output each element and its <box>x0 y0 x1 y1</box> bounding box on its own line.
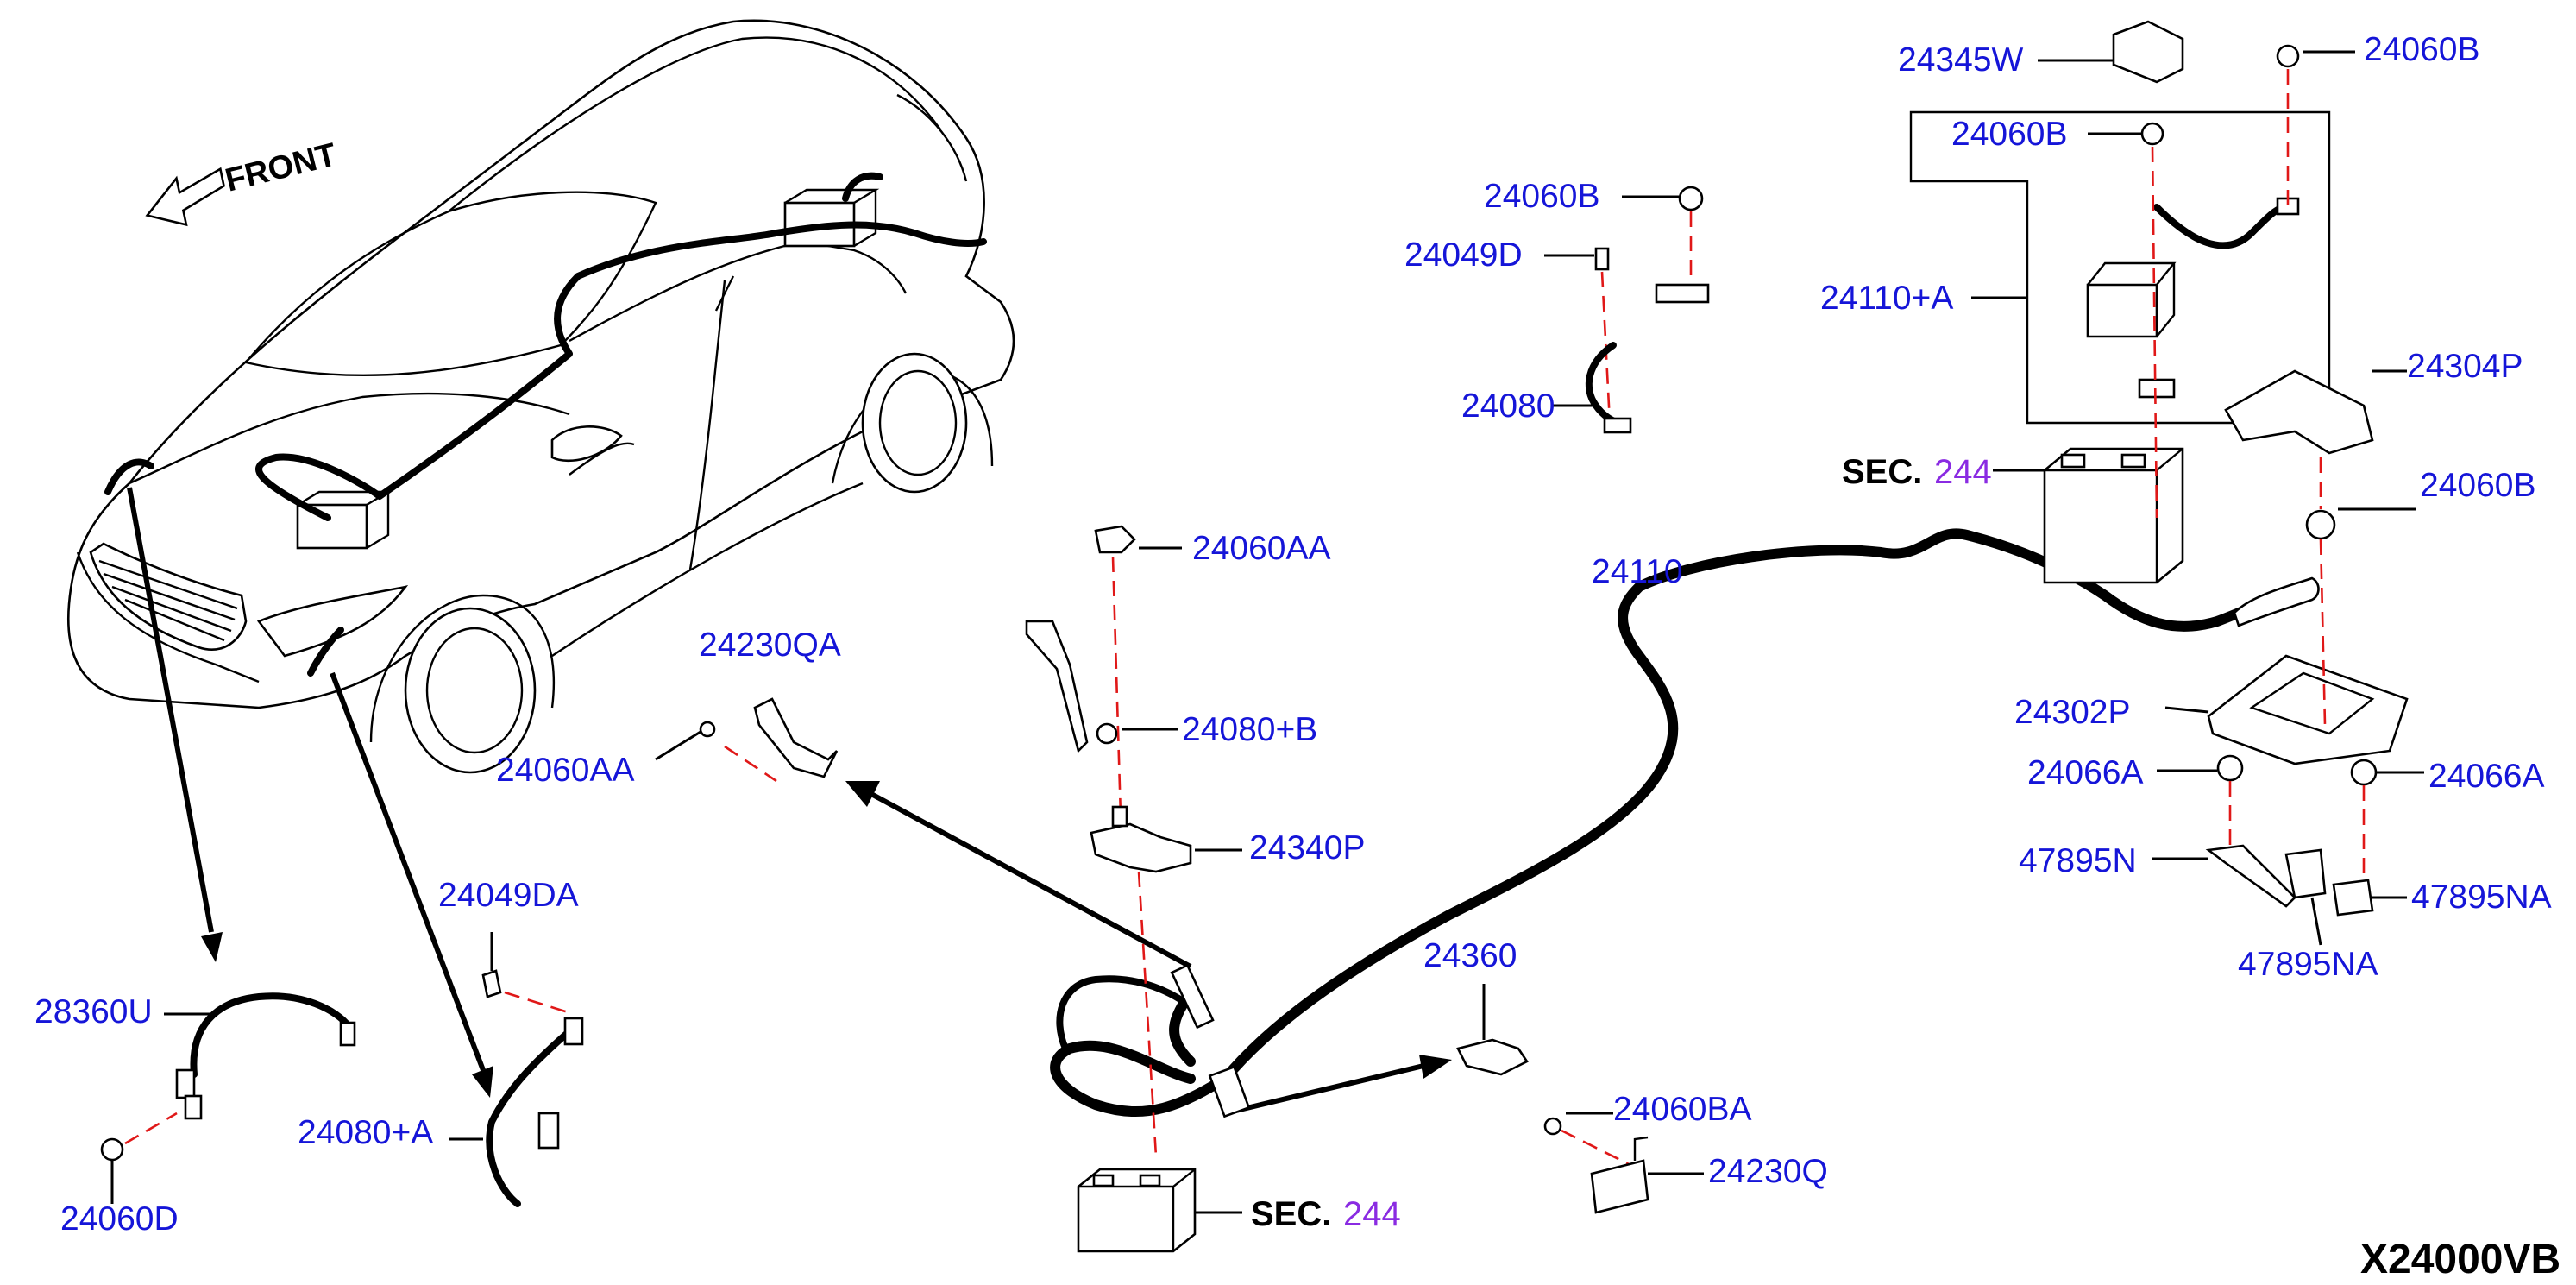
section-prefix: SEC. <box>1251 1195 1331 1233</box>
tray-24302p <box>2164 507 2416 765</box>
part-label-24080[interactable]: 24080 <box>1461 387 1555 425</box>
part-label-24066a[interactable]: 24066A <box>2027 754 2143 791</box>
leader-arrows <box>127 487 1452 1116</box>
group-24080 <box>1544 186 1710 434</box>
section-reference-upper[interactable]: SEC. 244 <box>1842 453 1992 491</box>
group-24230q <box>1543 1112 1704 1214</box>
part-label-24060b[interactable]: 24060B <box>1951 116 2067 153</box>
part-label-24302p[interactable]: 24302P <box>2014 694 2130 731</box>
section-prefix: SEC. <box>1842 453 1922 491</box>
section-reference-lower[interactable]: SEC. 244 <box>1251 1195 1401 1233</box>
battery-lower <box>1077 1168 1242 1253</box>
vehicle-illustration <box>66 19 1015 774</box>
part-label-47895na[interactable]: 47895NA <box>2238 946 2378 983</box>
section-number-link[interactable]: 244 <box>1934 453 1992 491</box>
part-labels: 24345W 24060B 24060B 24110+A 24304P 24060B 243… <box>35 31 2552 1238</box>
part-label-24110-a[interactable]: 24110+A <box>1820 280 1953 317</box>
part-label-24060b[interactable]: 24060B <box>2420 467 2535 504</box>
part-label-24340p[interactable]: 24340P <box>1249 829 1365 866</box>
part-label-24360[interactable]: 24360 <box>1423 937 1517 974</box>
part-label-28360u[interactable]: 28360U <box>35 993 153 1030</box>
group-24230qa <box>655 697 839 783</box>
group-24340p <box>1025 525 1242 1157</box>
part-label-24304p[interactable]: 24304P <box>2407 348 2523 385</box>
brackets-47895 <box>2152 754 2424 946</box>
assembly-24110-a <box>1909 20 2355 519</box>
part-label-24110[interactable]: 24110 <box>1592 553 1683 590</box>
part-label-24345w[interactable]: 24345W <box>1898 41 2023 79</box>
part-label-24230q[interactable]: 24230Q <box>1708 1153 1828 1190</box>
diagram-code: X24000VB <box>2360 1237 2560 1281</box>
main-cable-24110 <box>1050 528 2320 1118</box>
section-number-link[interactable]: 244 <box>1343 1195 1401 1233</box>
part-label-24049d[interactable]: 24049D <box>1404 236 1523 274</box>
part-label-24060b[interactable]: 24060B <box>2364 31 2479 68</box>
part-label-24066a[interactable]: 24066A <box>2428 758 2544 795</box>
part-label-24060aa[interactable]: 24060AA <box>496 752 634 789</box>
battery-upper <box>1993 447 2184 584</box>
part-label-24060ba[interactable]: 24060BA <box>1613 1091 1751 1128</box>
group-28360u <box>100 992 356 1204</box>
front-label: FRONT <box>222 136 340 198</box>
group-24080-a <box>449 932 584 1207</box>
part-label-24060b[interactable]: 24060B <box>1484 178 1599 215</box>
part-label-24080-b[interactable]: 24080+B <box>1182 711 1317 748</box>
cover-24304p <box>2224 369 2407 509</box>
part-label-24080-a[interactable]: 24080+A <box>298 1114 433 1151</box>
part-label-24060d[interactable]: 24060D <box>60 1200 179 1238</box>
part-label-24060aa[interactable]: 24060AA <box>1192 530 1330 567</box>
part-label-24230qa[interactable]: 24230QA <box>699 627 841 664</box>
part-label-47895n[interactable]: 47895N <box>2019 842 2137 879</box>
group-24360 <box>1456 984 1529 1076</box>
front-direction-marker: FRONT <box>145 136 340 227</box>
part-label-24049da[interactable]: 24049DA <box>438 877 579 914</box>
part-label-47895na[interactable]: 47895NA <box>2411 879 2552 916</box>
